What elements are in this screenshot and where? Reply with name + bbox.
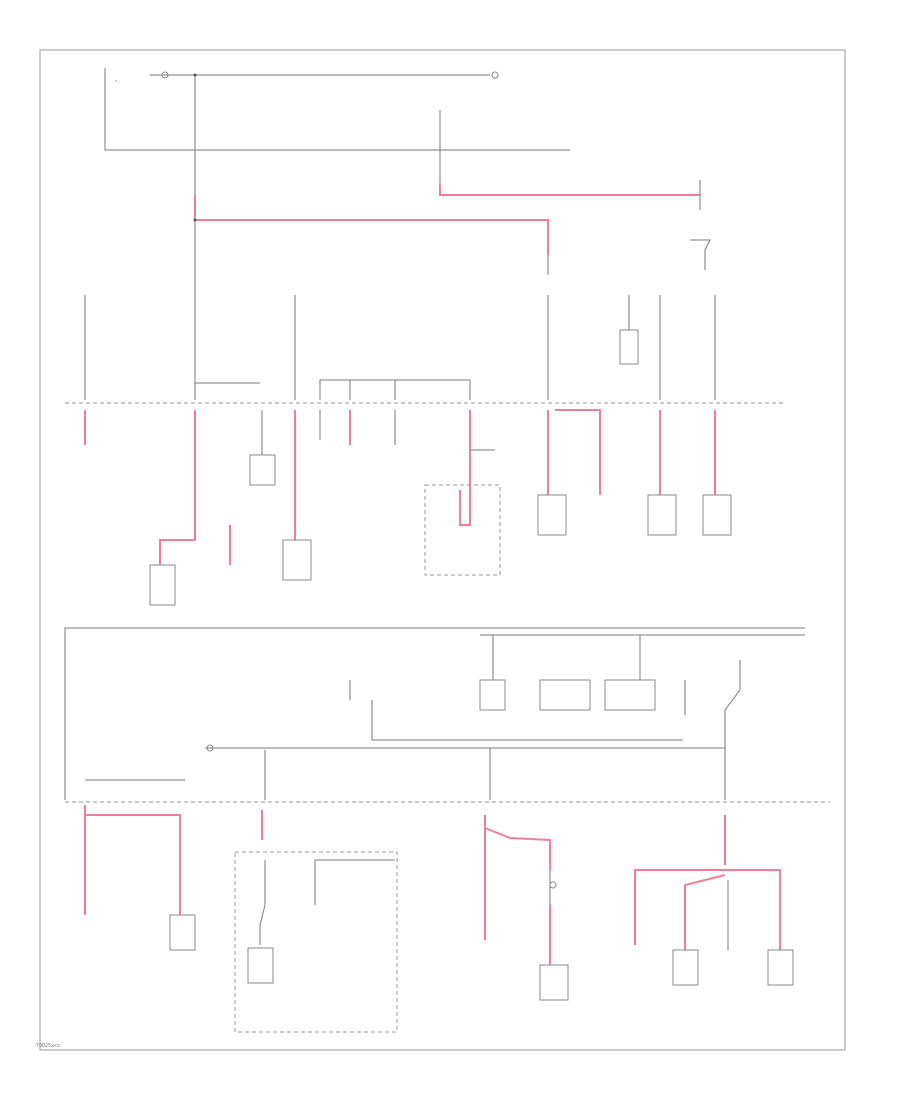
figure-code: T0025xxx [36, 1043, 61, 1049]
power-distribution-box: B+ [104, 68, 570, 151]
loads-row-2 [84, 805, 794, 1033]
fuse-feeds-top [193, 150, 711, 290]
svg-text:B+: B+ [115, 79, 120, 83]
loads-row-1 [84, 409, 732, 606]
diagram-frame [39, 49, 846, 1051]
fuse-block-feeds [84, 290, 716, 400]
junction-block-mid [64, 627, 805, 800]
